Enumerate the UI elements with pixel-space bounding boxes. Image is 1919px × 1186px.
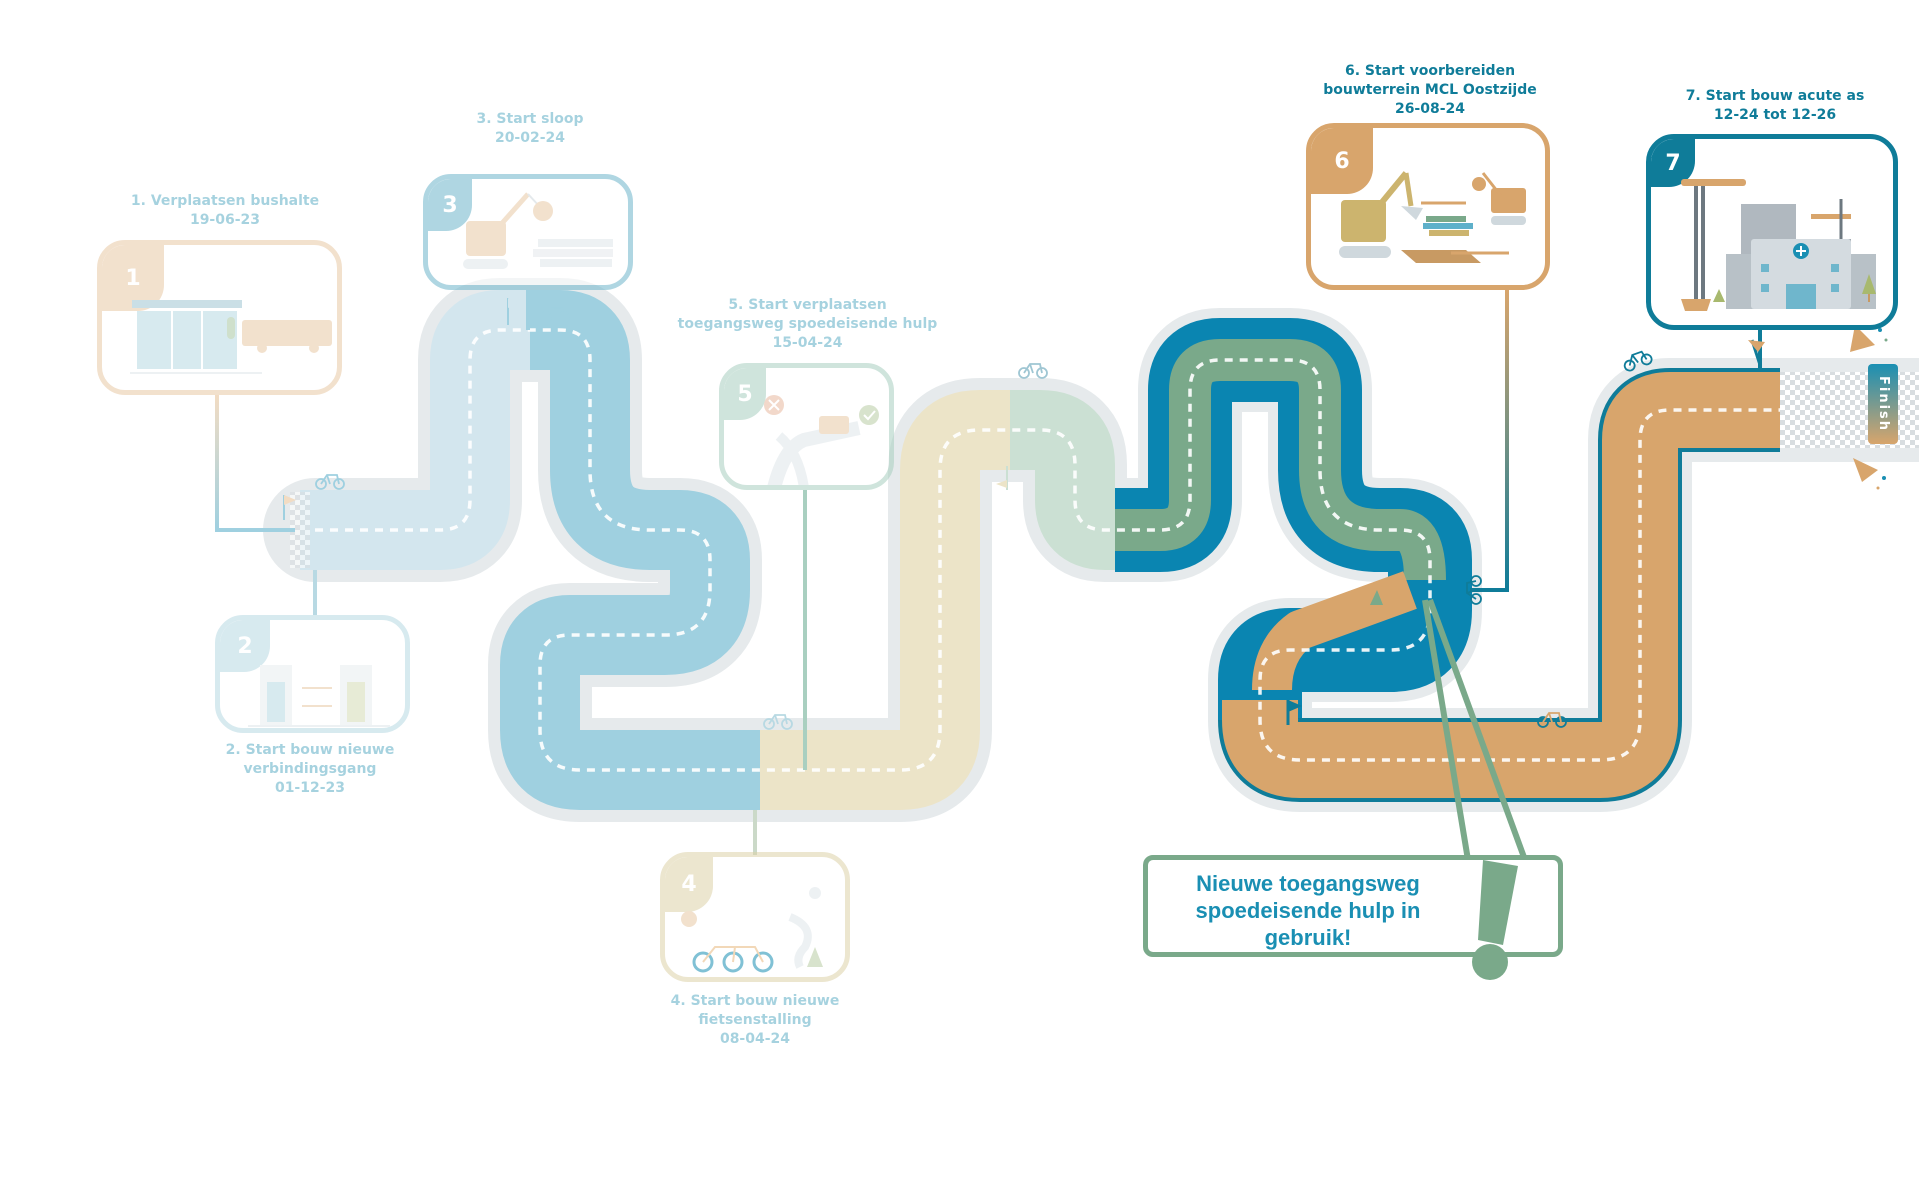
milestone-3-number: 3	[428, 179, 472, 231]
milestone-7-card[interactable]: 7	[1646, 134, 1898, 330]
bicycles	[315, 307, 1653, 730]
connectors	[215, 290, 1762, 855]
road-segments	[290, 290, 1919, 810]
party-popper-icon	[1850, 325, 1888, 352]
milestone-7-number: 7	[1651, 139, 1695, 187]
milestone-1-label: 1. Verplaatsen bushalte 19-06-23	[130, 193, 320, 228]
bicycle-parking-icon	[681, 887, 823, 973]
flag-icon	[1286, 700, 1302, 725]
road-segment-stage-4	[760, 390, 1020, 810]
demolition-icon	[463, 192, 613, 269]
milestone-5-number: 5	[724, 368, 766, 420]
connector-6	[1470, 290, 1509, 592]
flag-icon	[996, 466, 1008, 490]
bicycle-icon	[1537, 712, 1567, 728]
bicycle-icon	[540, 307, 570, 323]
bicycle-icon	[1623, 350, 1653, 372]
flag-icon	[283, 495, 296, 520]
callout-box: Nieuwe toegangsweg spoedeisende hulp in …	[1143, 855, 1563, 980]
milestone-2-number: 2	[220, 620, 270, 672]
hospital-icon	[1681, 179, 1876, 311]
flag-icon	[1748, 339, 1765, 366]
milestone-5-label: 5. Start verplaatsen toegangsweg spoedei…	[677, 297, 938, 351]
milestone-5-card[interactable]: 5	[719, 363, 894, 490]
milestone-2-label: 2. Start bouw nieuwe verbindingsgang 01-…	[225, 742, 395, 796]
milestone-4-label: 4. Start bouw nieuwe fietsenstalling 08-…	[670, 993, 840, 1047]
finish-zone	[1780, 372, 1919, 448]
exclamation-icon	[1472, 860, 1518, 980]
milestone-3-card[interactable]: 3	[423, 174, 633, 290]
milestone-2-card[interactable]: 2	[215, 615, 410, 733]
road-center-dashes	[315, 328, 1780, 772]
bicycle-icon	[315, 474, 345, 490]
finish-banner: Finish	[1868, 364, 1898, 444]
callout-pointer	[1422, 598, 1528, 862]
corridor-icon	[248, 665, 390, 727]
callout-text: Nieuwe toegangsweg spoedeisende hulp in …	[1195, 871, 1421, 950]
milestone-6-card[interactable]: 6	[1306, 123, 1550, 290]
connector-1	[215, 395, 295, 532]
milestone-4-number: 4	[665, 857, 713, 912]
milestone-1-card[interactable]: 1	[97, 240, 342, 395]
flags	[283, 298, 1765, 725]
ambulance-road-icon	[764, 395, 879, 485]
bus-stop-icon	[130, 300, 332, 374]
milestone-7-label: 7. Start bouw acute as 12-24 tot 12-26	[1685, 88, 1865, 123]
bicycle-icon	[763, 714, 793, 730]
milestone-6-number: 6	[1311, 128, 1373, 194]
construction-site-icon	[1339, 171, 1526, 263]
flag-icon	[507, 298, 520, 325]
party-popper-icon	[1853, 458, 1886, 490]
milestone-6-label: 6. Start voorbereiden bouwterrein MCL Oo…	[1323, 63, 1537, 117]
bicycle-icon	[1466, 575, 1482, 605]
milestone-4-card[interactable]: 4	[660, 852, 850, 982]
flag-icon	[1370, 590, 1383, 605]
bicycle-icon	[1018, 363, 1048, 379]
milestone-3-label: 3. Start sloop 20-02-24	[476, 111, 584, 146]
